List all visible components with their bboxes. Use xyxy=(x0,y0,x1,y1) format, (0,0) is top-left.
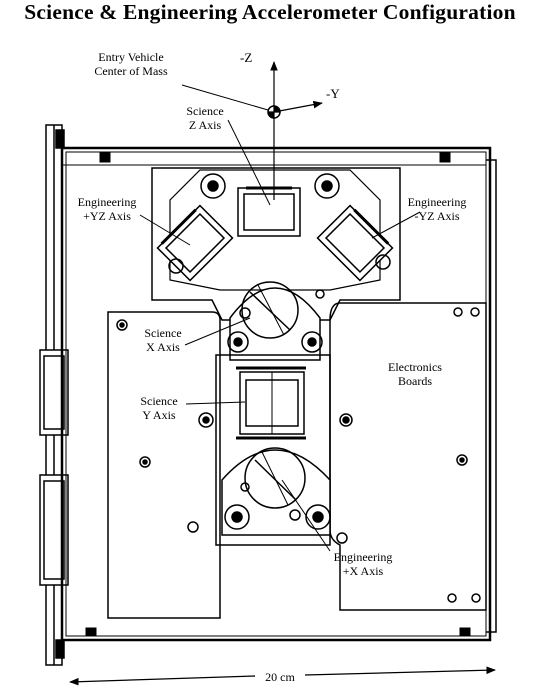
leader-lines xyxy=(139,84,421,552)
housing xyxy=(60,146,497,642)
engineering-px-label: Engineering+X Axis xyxy=(333,550,393,578)
axes-indicator xyxy=(267,61,323,200)
neg-z-axis-label: -Z xyxy=(240,50,253,65)
scale-bar xyxy=(69,666,496,686)
neg-y-axis-label: -Y xyxy=(326,86,340,101)
center-tray xyxy=(215,354,331,546)
engineering-nyz-label: Engineering-YZ Axis xyxy=(407,195,467,223)
scale-label: 20 cm xyxy=(265,670,295,684)
engineering-pyz-label: Engineering+YZ Axis xyxy=(77,195,137,223)
diagram-title: Science & Engineering Accelerometer Conf… xyxy=(24,0,516,24)
engineering-x-sensor xyxy=(221,447,331,536)
science-x-sensor xyxy=(227,281,323,361)
left-board xyxy=(107,311,221,619)
